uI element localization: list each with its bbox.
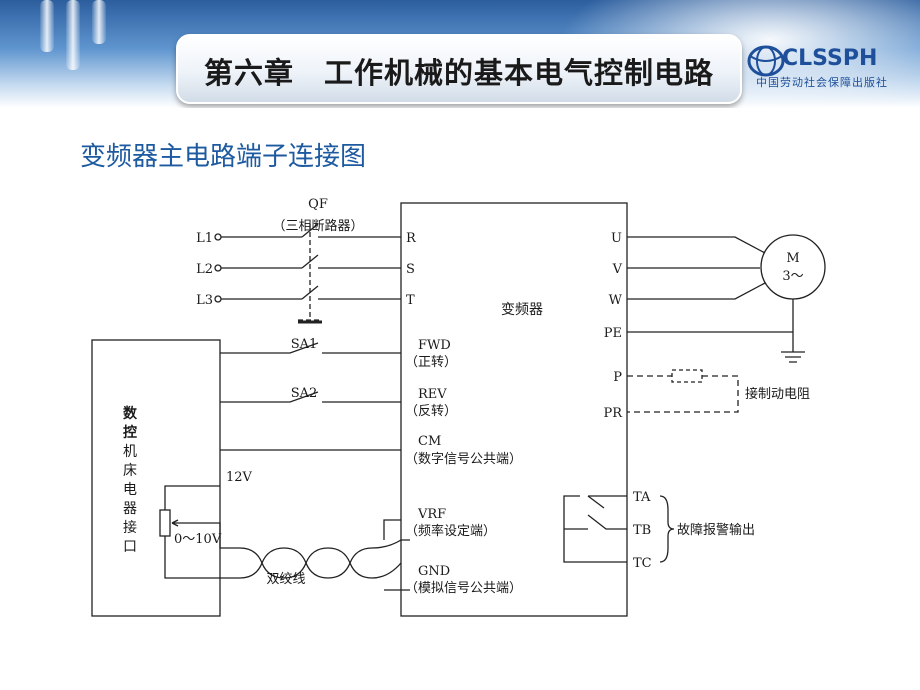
header-banner: 第六章 工作机械的基本电气控制电路 CLSSPH 中国劳动社会保障出版社 <box>0 0 920 108</box>
cnc-label-char: 电 <box>123 482 137 498</box>
banner-decoration <box>40 0 54 52</box>
breaker-linkage <box>298 224 322 321</box>
pot-wiring <box>164 485 240 579</box>
title-box: 第六章 工作机械的基本电气控制电路 <box>176 34 742 104</box>
motor <box>760 234 826 300</box>
motor-label: M <box>786 251 799 266</box>
cnc-label-char: 控 <box>123 424 137 441</box>
vrf-desc: （频率设定端） <box>405 523 496 539</box>
globe-icon <box>747 45 785 77</box>
twisted-ends <box>383 519 410 591</box>
cnc-label-char: 器 <box>123 501 137 517</box>
cnc-label-char: 数 <box>123 405 138 422</box>
alarm-relay <box>563 495 627 563</box>
vrf-label: VRF <box>417 507 446 522</box>
terminal-pe: PE <box>604 326 622 341</box>
terminal-v: V <box>612 262 623 277</box>
banner-decoration <box>92 0 106 44</box>
twisted-wire-b <box>239 539 402 579</box>
pot-wiper <box>171 519 240 549</box>
cnc-label-char: 床 <box>123 463 137 479</box>
alarm-contact <box>587 495 605 509</box>
terminal-pr: PR <box>603 406 623 421</box>
brake-resistor <box>671 369 703 383</box>
motor-sub: 3～ <box>782 269 803 284</box>
logo-subtext: 中国劳动社会保障出版社 <box>756 76 888 89</box>
rev-desc: （反转） <box>405 404 457 419</box>
terminal-p: P <box>613 370 622 385</box>
input-label-l1: L1 <box>196 231 213 246</box>
terminal-r: R <box>406 231 417 246</box>
terminal-u: U <box>611 231 622 246</box>
alarm-brace <box>659 495 675 563</box>
terminal-tb: TB <box>633 523 651 538</box>
banner-decoration <box>66 0 80 70</box>
inverter-box <box>400 202 628 617</box>
switch-sa1-label: SA1 <box>291 337 318 352</box>
gnd-label: GND <box>418 564 450 579</box>
cnc-label-char: 机 <box>123 444 137 460</box>
terminal-t: T <box>406 293 415 308</box>
ground-icon <box>781 351 805 363</box>
line-w <box>627 282 766 300</box>
fwd-label: FWD <box>418 338 451 353</box>
inverter-label: 变频器 <box>501 302 543 318</box>
line-pe <box>627 299 794 352</box>
page-title: 第六章 工作机械的基本电气控制电路 <box>203 56 714 90</box>
rev-label: REV <box>418 387 447 402</box>
gnd-desc: （模拟信号公共端） <box>405 581 522 596</box>
brake-label: 接制动电阻 <box>745 386 810 402</box>
input-label-l2: L2 <box>196 262 213 277</box>
terminal-s: S <box>406 262 415 277</box>
voltage-range: 0～10V <box>174 532 222 547</box>
alarm-label: 故障报警输出 <box>677 522 755 538</box>
terminal-tc: TC <box>633 556 652 571</box>
fwd-desc: （正转） <box>405 355 457 370</box>
twisted-wire-a <box>239 547 402 579</box>
cnc-interface-box <box>91 339 221 617</box>
terminal-l1 <box>214 233 222 241</box>
breaker-label: QF <box>308 197 328 212</box>
switch-sa2-label: SA2 <box>291 386 318 401</box>
cm-label: CM <box>418 434 441 449</box>
terminal-ta: TA <box>633 490 651 505</box>
switch-sa2 <box>220 391 401 403</box>
potentiometer <box>159 509 171 537</box>
twisted-pair-label: 双绞线 <box>266 571 305 587</box>
terminal-l3 <box>214 295 222 303</box>
voltage-12v: 12V <box>226 470 253 485</box>
line-u <box>627 236 766 254</box>
cm-desc: （数字信号公共端） <box>405 452 522 467</box>
breaker-desc: （三相断路器） <box>272 218 363 234</box>
diagram-title: 变频器主电路端子连接图 <box>80 142 367 172</box>
publisher-logo: CLSSPH 中国劳动社会保障出版社 <box>746 40 916 96</box>
brake-wiring <box>627 375 739 413</box>
switch-sa1 <box>220 342 401 354</box>
cnc-label-char: 接 <box>123 519 137 536</box>
logo-text: CLSSPH <box>782 46 878 71</box>
input-label-l3: L3 <box>196 293 213 308</box>
terminal-l2 <box>214 264 222 272</box>
terminal-w: W <box>609 293 623 308</box>
cnc-label-char: 口 <box>123 539 137 555</box>
